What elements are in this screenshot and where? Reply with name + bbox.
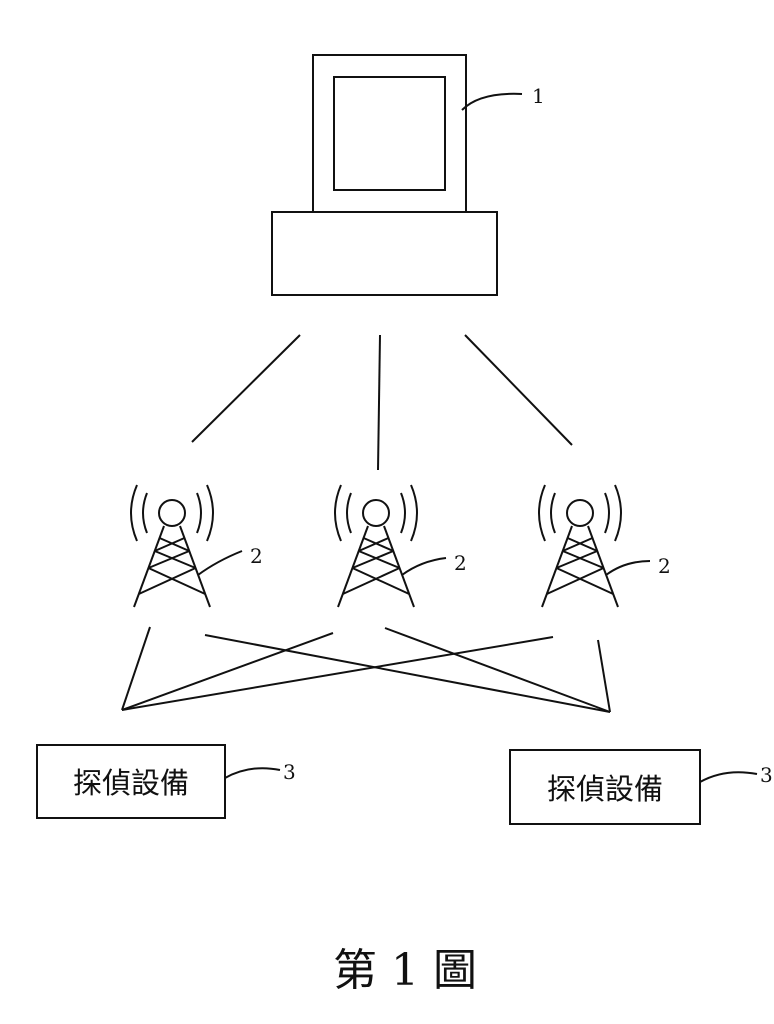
tower-brace [148, 567, 206, 595]
signal-wave [614, 484, 622, 542]
figure-caption: 第 1 圖 [333, 945, 477, 996]
link-line [464, 334, 573, 446]
tower-brace [154, 550, 196, 569]
link-line [597, 639, 611, 713]
device-box [36, 744, 226, 819]
signal-wave [400, 492, 406, 534]
tower-brace [363, 537, 394, 552]
link-line [121, 632, 334, 711]
ref-label-2: 2 [658, 554, 671, 578]
signal-wave [130, 484, 138, 542]
computer-tower-links [191, 334, 573, 471]
leader-line-3 [699, 771, 758, 783]
tower-brace [138, 567, 196, 595]
link-line [121, 636, 554, 711]
device-label: 探偵設備 [73, 766, 189, 800]
detection-device-left: 探偵設備 3 [36, 744, 296, 819]
tower-brace [352, 550, 394, 569]
signal-wave [550, 492, 556, 534]
signal-wave [334, 484, 342, 542]
leader-line-2 [401, 557, 447, 576]
link-line [121, 626, 151, 711]
ref-label-2: 2 [454, 551, 467, 575]
link-line [377, 334, 381, 471]
link-line [384, 627, 611, 713]
tower-brace [358, 550, 400, 569]
tower-brace [562, 537, 593, 552]
link-line [204, 634, 611, 713]
signal-wave [410, 484, 418, 542]
signal-wave [206, 484, 214, 542]
tower-brace [556, 567, 614, 595]
tower-brace [546, 567, 604, 595]
tower-brace [159, 537, 190, 552]
antenna-tower: 2 [538, 484, 671, 608]
detection-device-right: 探偵設備 3 [509, 749, 773, 825]
monitor-screen [333, 76, 446, 191]
leader-line-2 [605, 560, 651, 576]
antenna-head [362, 499, 390, 527]
device-label: 探偵設備 [547, 772, 663, 806]
leader-line-3 [224, 767, 281, 779]
ref-label-2: 2 [250, 544, 263, 568]
computer: 1 [271, 54, 545, 296]
tower-brace [154, 537, 185, 552]
antenna-tower: 2 [334, 484, 467, 608]
ref-label-3: 3 [760, 763, 773, 787]
signal-wave [538, 484, 546, 542]
computer-base [271, 211, 498, 296]
signal-wave [346, 492, 352, 534]
monitor-frame [312, 54, 467, 213]
antenna-tower: 2 [130, 484, 263, 608]
tower-brace [148, 550, 190, 569]
tower-brace [352, 567, 410, 595]
ref-label-3: 3 [283, 760, 296, 784]
tower-brace [556, 550, 598, 569]
signal-wave [196, 492, 202, 534]
link-line [191, 334, 301, 443]
ref-label-1: 1 [532, 84, 545, 108]
signal-wave [142, 492, 148, 534]
tower-brace [567, 537, 598, 552]
antenna-head [566, 499, 594, 527]
leader-line-2 [197, 550, 243, 576]
tower-brace [358, 537, 389, 552]
signal-wave [604, 492, 610, 534]
antenna-head [158, 499, 186, 527]
tower-brace [342, 567, 400, 595]
device-box [509, 749, 701, 825]
tower-device-links [121, 626, 611, 713]
tower-brace [562, 550, 604, 569]
leader-line-1 [461, 92, 523, 111]
